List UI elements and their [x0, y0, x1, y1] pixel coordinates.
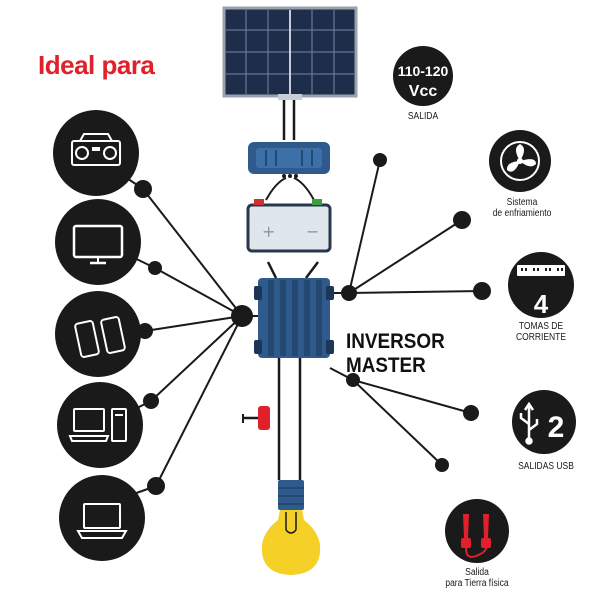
fan-icon: [500, 141, 540, 181]
voltage-big-1: 110-120: [398, 63, 449, 79]
desktop-computer-icon: [68, 408, 127, 442]
svg-text:+: +: [262, 222, 275, 241]
battery-icon: + −: [246, 199, 332, 253]
center-wires: [244, 95, 319, 480]
device-radio: [53, 110, 139, 196]
device-desktop: [57, 382, 143, 468]
ground-label: Salida para Tierra física: [433, 567, 521, 589]
laptop-icon: [76, 503, 128, 539]
page-title: Ideal para: [38, 50, 155, 80]
voltage-big-2: Vcc: [409, 83, 438, 100]
cooling-label: Sistema de enfriamiento: [486, 197, 557, 219]
voltage-output: 110-120 Vcc: [393, 46, 453, 106]
phones-icon: [74, 316, 126, 358]
inverter-icon: [254, 278, 334, 358]
product-name-line1: INVERSOR: [346, 330, 445, 353]
usb-number: 2: [548, 411, 565, 444]
outlets-number: 4: [534, 289, 549, 319]
device-phones: [55, 291, 141, 377]
ground-output: [445, 499, 509, 563]
connector-dots: [134, 153, 491, 495]
outlets-label-line1: TOMAS DE: [518, 321, 564, 332]
right-connector-lines: [329, 159, 483, 466]
outlets-label: TOMAS DE CORRIENTE: [511, 321, 571, 343]
device-tv: [55, 199, 141, 285]
cooling-output: [489, 130, 551, 192]
solar-panel-icon: [222, 6, 358, 100]
usb-label: SALIDAS USB: [518, 461, 574, 472]
outlets-output: 4: [508, 252, 574, 319]
alligator-clips-icon: [461, 514, 491, 548]
cooling-label-line1: Sistema: [506, 197, 538, 208]
light-bulb-icon: [261, 480, 321, 575]
usb-icon: [519, 401, 539, 445]
device-laptop: [59, 475, 145, 561]
outlet-strip-icon: [517, 265, 565, 276]
charge-controller-icon: [248, 142, 330, 201]
usb-output: 2: [512, 390, 576, 454]
svg-text:−: −: [306, 222, 319, 241]
outlets-label-line2: CORRIENTE: [515, 332, 567, 343]
ground-label-line2: para Tierra física: [445, 578, 509, 589]
voltage-label: SALIDA: [407, 111, 439, 122]
ground-label-line1: Salida: [465, 567, 489, 578]
switch-icon: [242, 406, 270, 430]
radio-icon: [71, 133, 121, 166]
product-name: INVERSOR MASTER: [346, 330, 445, 378]
cooling-label-line2: de enfriamiento: [492, 208, 552, 219]
product-name-line2: MASTER: [346, 354, 426, 377]
tv-icon: [72, 224, 124, 265]
